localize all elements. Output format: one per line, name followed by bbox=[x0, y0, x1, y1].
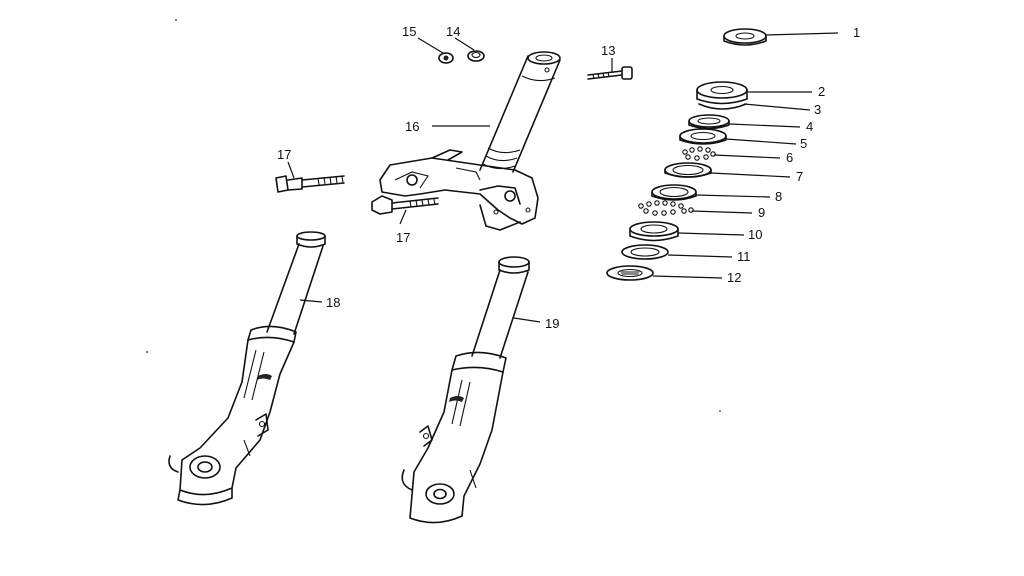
part-10-cone bbox=[629, 221, 679, 242]
part-15-nut bbox=[438, 52, 454, 64]
part-7-cup bbox=[664, 162, 712, 178]
callout-2: 2 bbox=[818, 84, 825, 99]
part-17-bolt-center bbox=[371, 195, 439, 215]
scan-speck bbox=[175, 19, 177, 21]
callout-labels: 1 2 3 4 5 6 7 8 9 10 11 12 13 14 15 16 1… bbox=[277, 24, 860, 331]
callout-10: 10 bbox=[748, 227, 762, 242]
part-18-fork-leg-left bbox=[168, 231, 326, 506]
callout-1: 1 bbox=[853, 25, 860, 40]
callout-11: 11 bbox=[737, 249, 751, 264]
callout-14: 14 bbox=[446, 24, 460, 39]
part-4-race bbox=[688, 114, 730, 130]
callout-16: 16 bbox=[405, 119, 419, 134]
part-5-cone bbox=[679, 128, 727, 145]
part-16-steering-stem bbox=[379, 51, 561, 231]
callout-17-center: 17 bbox=[396, 230, 410, 245]
leader-lines bbox=[287, 32, 839, 323]
callout-6: 6 bbox=[786, 150, 793, 165]
part-8-cup bbox=[651, 184, 697, 201]
callout-15: 15 bbox=[402, 24, 416, 39]
part-3-washer bbox=[698, 103, 747, 110]
callout-13: 13 bbox=[601, 43, 615, 58]
part-13-bolt bbox=[587, 66, 633, 80]
part-1-nut bbox=[723, 28, 767, 46]
part-2-locknut bbox=[696, 81, 748, 105]
callout-9: 9 bbox=[758, 205, 765, 220]
part-14-spacer bbox=[467, 50, 485, 62]
part-17-bolt-left bbox=[275, 175, 345, 193]
part-9-ball-bearings bbox=[638, 200, 694, 216]
callout-17-left: 17 bbox=[277, 147, 291, 162]
callout-18: 18 bbox=[326, 295, 340, 310]
part-6-ball-bearings bbox=[682, 146, 716, 161]
callout-12: 12 bbox=[727, 270, 741, 285]
callout-7: 7 bbox=[796, 169, 803, 184]
callout-3: 3 bbox=[814, 102, 821, 117]
callout-8: 8 bbox=[775, 189, 782, 204]
part-12-dust-seal bbox=[606, 265, 654, 281]
callout-5: 5 bbox=[800, 136, 807, 151]
callout-4: 4 bbox=[806, 119, 813, 134]
callout-19: 19 bbox=[545, 316, 559, 331]
scan-speck bbox=[719, 410, 721, 412]
part-19-fork-leg-right bbox=[401, 256, 530, 524]
part-11-seal bbox=[621, 244, 669, 260]
scan-speck bbox=[146, 351, 148, 353]
